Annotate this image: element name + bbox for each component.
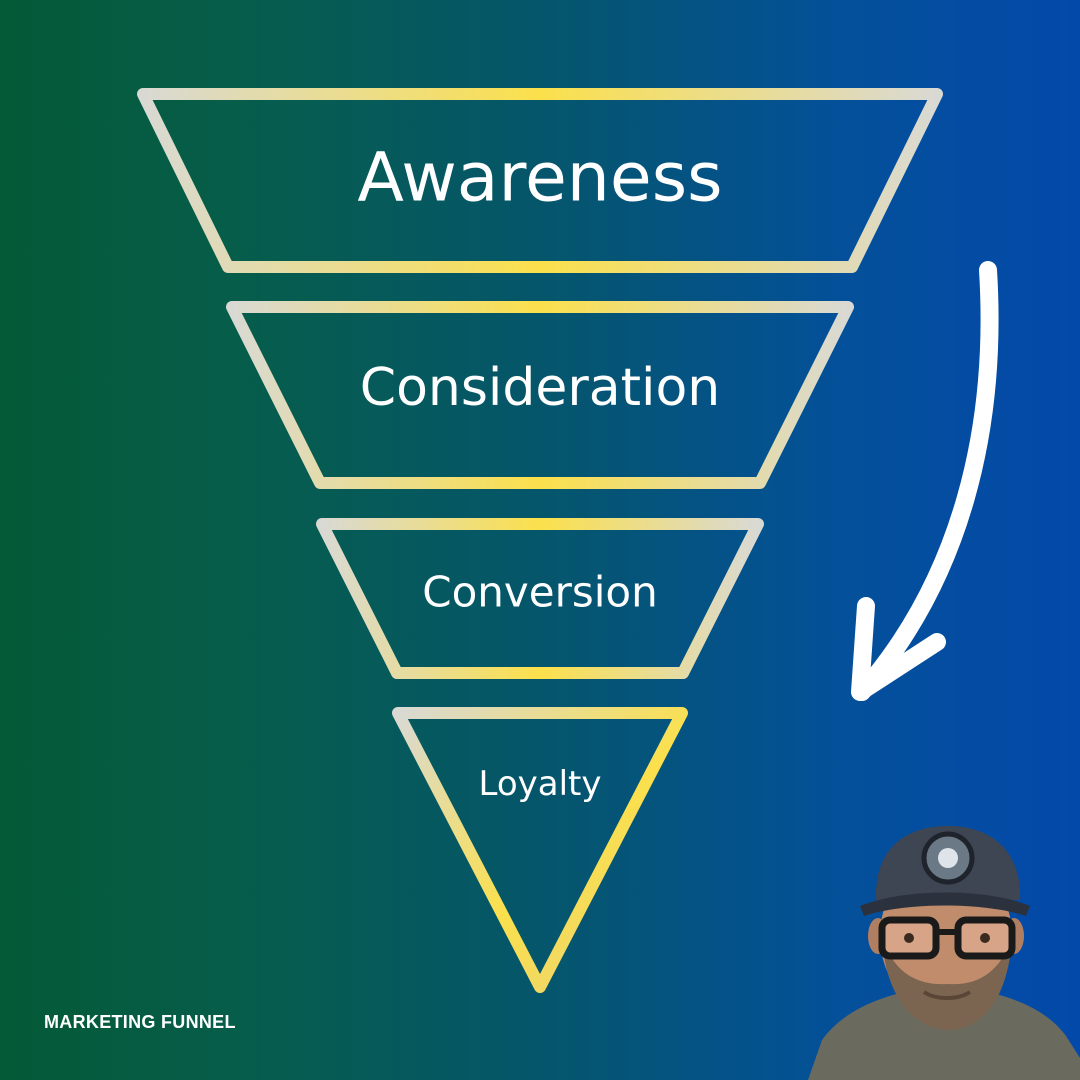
- stage-label-consideration: Consideration: [359, 358, 721, 418]
- person-photo: [808, 826, 1080, 1080]
- footer-title: MARKETING FUNNEL: [44, 1012, 236, 1032]
- funnel-stage-consideration-shape: [226, 301, 854, 489]
- funnel-stage-conversion-shape: [316, 518, 764, 679]
- stage-label-loyalty: Loyalty: [478, 764, 602, 804]
- funnel-stage-awareness-shape: [137, 88, 943, 273]
- stage-label-conversion: Conversion: [422, 567, 658, 617]
- funnel-stage-loyalty-shape: [392, 707, 688, 993]
- curved-down-arrow-icon: [851, 261, 999, 701]
- stage-label-awareness: Awareness: [357, 138, 723, 218]
